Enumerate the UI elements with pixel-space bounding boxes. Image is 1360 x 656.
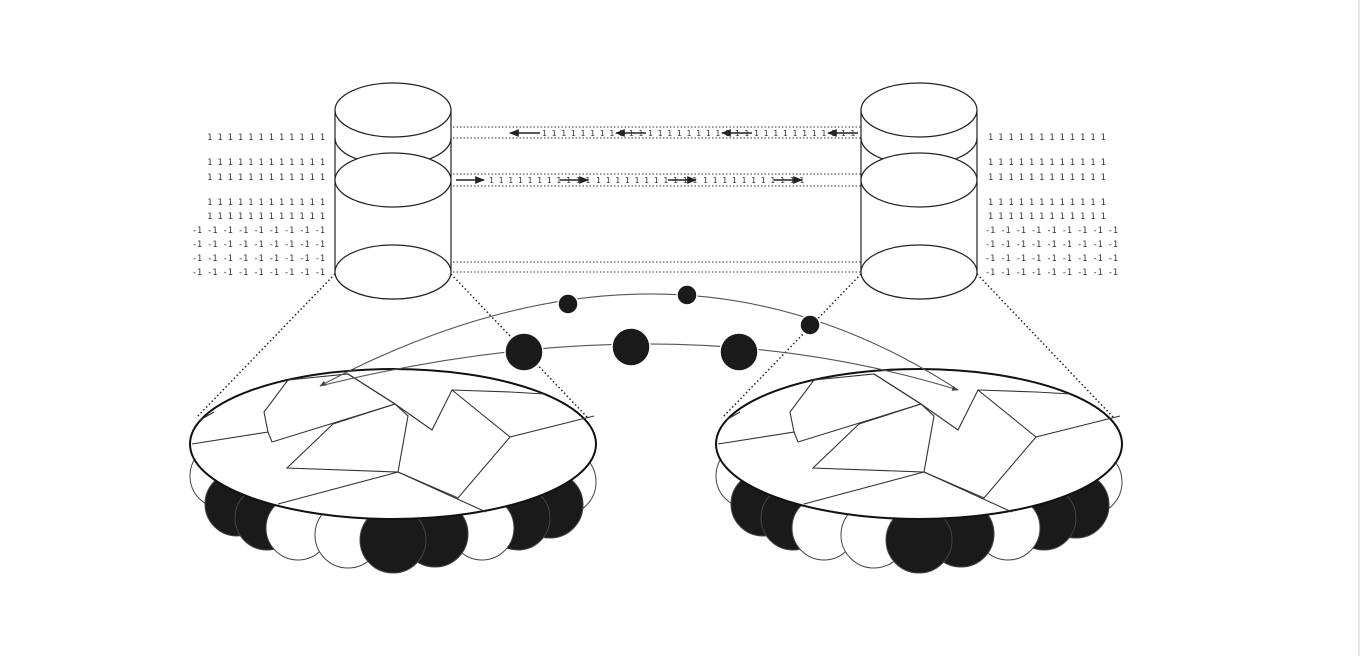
left-label-row: 1 1 1 1 1 1 1 1 1 1 1 1 [207,158,325,168]
transfer-arcs [319,293,959,391]
left-label-row: 1 1 1 1 1 1 1 1 1 1 1 1 [207,212,325,222]
channel-bottom [453,261,862,273]
right-label-row: -1 -1 -1 -1 -1 -1 -1 -1 -1 [985,254,1118,264]
left-label-row: -1 -1 -1 -1 -1 -1 -1 -1 -1 [192,268,325,278]
right-label-row: -1 -1 -1 -1 -1 -1 -1 -1 -1 [985,226,1118,236]
left-label-column: 1 1 1 1 1 1 1 1 1 1 1 1 1 1 1 1 1 1 1 1 … [192,133,325,278]
cylinder-left [334,82,452,300]
right-label-row: 1 1 1 1 1 1 1 1 1 1 1 1 [988,173,1106,183]
right-label-row: 1 1 1 1 1 1 1 1 1 1 1 1 [988,212,1106,222]
node-dot [799,314,821,336]
right-label-column: 1 1 1 1 1 1 1 1 1 1 1 1 1 1 1 1 1 1 1 1 … [985,133,1118,278]
right-label-row: -1 -1 -1 -1 -1 -1 -1 -1 -1 [985,240,1118,250]
left-label-row: -1 -1 -1 -1 -1 -1 -1 -1 -1 [192,254,325,264]
channel-label: 1 1 1 1 1 1 1 1 1 1 1 [648,129,749,138]
channel-label: 1 1 1 1 1 1 1 1 1 1 1 [703,176,804,185]
transfer-nodes [504,284,821,372]
projection-lines [195,273,1115,419]
node-dot [611,327,651,367]
left-label-row: 1 1 1 1 1 1 1 1 1 1 1 1 [207,173,325,183]
disk-right [715,368,1123,520]
page-scrollbar[interactable] [1358,0,1360,656]
channel-label: 1 1 1 1 1 1 1 1 1 1 1 [754,129,855,138]
channel-middle: 1 1 1 1 1 1 1 1 1 1 1 1 1 1 1 1 1 1 1 1 … [453,173,862,187]
right-label-row: 1 1 1 1 1 1 1 1 1 1 1 1 [988,158,1106,168]
channel-top: 1 1 1 1 1 1 1 1 1 1 1 1 1 1 1 1 1 1 1 1 … [453,126,862,139]
channel-label: 1 1 1 1 1 1 1 1 1 1 1 [489,176,590,185]
right-label-row: 1 1 1 1 1 1 1 1 1 1 1 1 [988,198,1106,208]
right-label-row: -1 -1 -1 -1 -1 -1 -1 -1 -1 [985,268,1118,278]
left-label-row: -1 -1 -1 -1 -1 -1 -1 -1 -1 [192,226,325,236]
node-dot [557,293,579,315]
node-dot [676,284,698,306]
channel-label: 1 1 1 1 1 1 1 1 1 1 1 [596,176,697,185]
disk-left [189,368,597,520]
node-dot [504,332,544,372]
cylinder-right [860,82,978,300]
left-label-row: 1 1 1 1 1 1 1 1 1 1 1 1 [207,198,325,208]
node-dot [719,332,759,372]
channel-label: 1 1 1 1 1 1 1 1 1 1 1 [542,129,643,138]
left-label-row: 1 1 1 1 1 1 1 1 1 1 1 1 [207,133,325,143]
right-label-row: 1 1 1 1 1 1 1 1 1 1 1 1 [988,133,1106,143]
left-label-row: -1 -1 -1 -1 -1 -1 -1 -1 -1 [192,240,325,250]
